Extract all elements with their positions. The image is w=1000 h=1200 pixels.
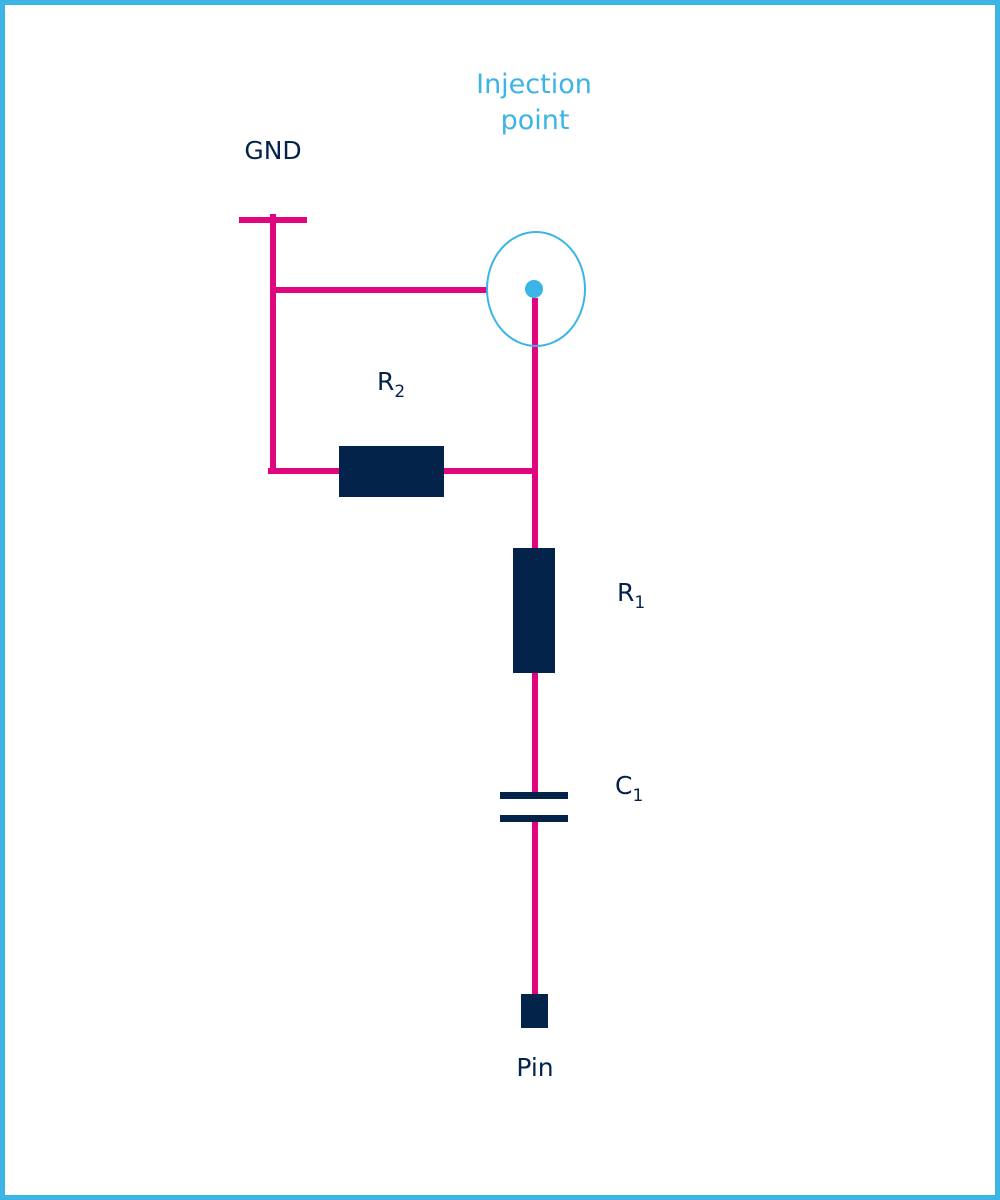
injection-point-label-line2: point xyxy=(501,105,570,136)
injection-point-label-line1: Injection xyxy=(476,69,592,100)
resistor-r2 xyxy=(339,446,444,497)
r2-label-sub: 2 xyxy=(394,382,405,402)
c1-label-sub: 1 xyxy=(632,786,643,806)
r1-label-main: R xyxy=(617,578,634,607)
injection-point-dot xyxy=(525,280,543,298)
components xyxy=(339,446,568,1028)
r2-label-main: R xyxy=(377,367,394,396)
wires xyxy=(239,214,538,997)
c1-label: C1 xyxy=(615,771,643,806)
capacitor-c1-top-plate xyxy=(500,792,568,799)
gnd-label: GND xyxy=(244,136,301,165)
r1-label-sub: 1 xyxy=(634,593,645,613)
capacitor-c1-bottom-plate xyxy=(500,815,568,822)
c1-label-main: C xyxy=(615,771,632,800)
resistor-r1 xyxy=(513,548,555,673)
r2-label: R2 xyxy=(377,367,405,402)
injection-point-circle xyxy=(486,231,586,347)
r1-label: R1 xyxy=(617,578,645,613)
injection-point xyxy=(486,231,586,347)
pin-label: Pin xyxy=(516,1053,553,1082)
pin-terminal xyxy=(521,994,548,1028)
